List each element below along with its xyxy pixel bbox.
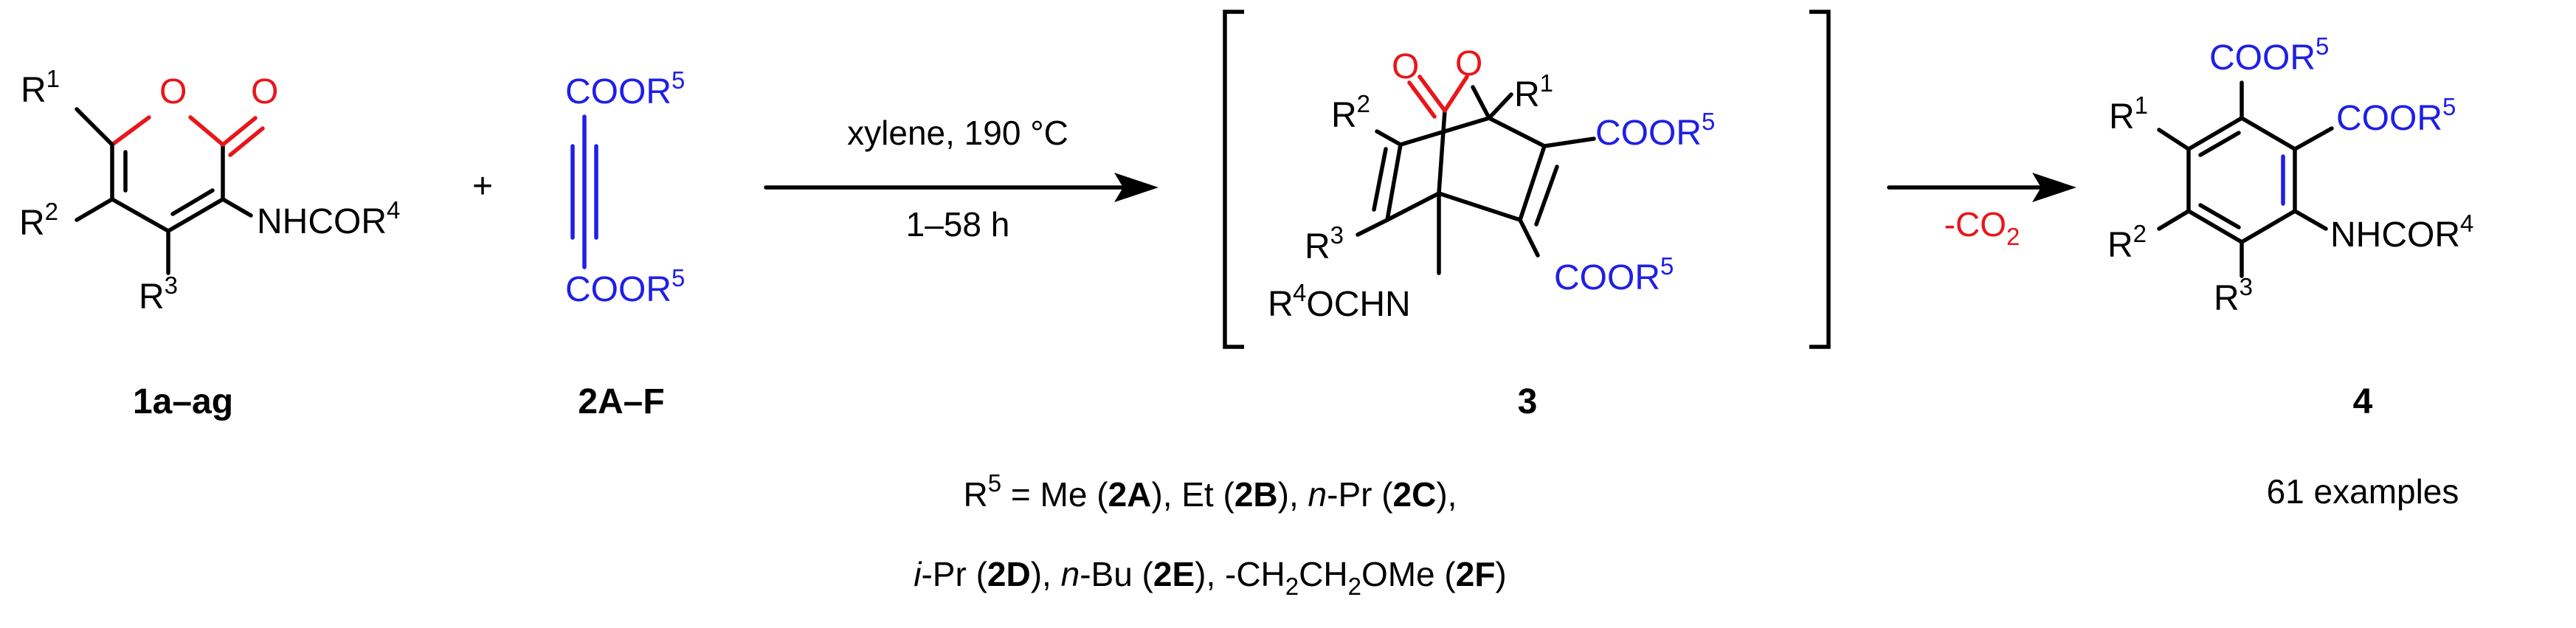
pyranone-structure: O O R1 R2 R3 NHCOR4 <box>19 65 400 317</box>
examples-count: 61 examples <box>2267 472 2459 511</box>
bond-c3-c4-double <box>170 188 215 216</box>
ester-top-label: COOR5 <box>565 66 685 111</box>
bond-bridge-o <box>1443 75 1469 113</box>
bond-carbonyl-o-double <box>1407 80 1437 119</box>
ring-oxygen-label: O <box>159 72 187 111</box>
r5-definition-line-2: i-Pr (2D), n-Bu (2E), -CH2CH2OMe (2F) <box>914 555 1507 600</box>
bond-c5-c6-double <box>1372 147 1388 212</box>
bond-c4-c5 <box>1385 191 1441 222</box>
condition-co2-loss: -CO2 <box>1944 205 2020 250</box>
bond-o1-c2 <box>188 115 225 147</box>
bond-nh <box>2293 209 2328 231</box>
intermediate-amide-r: R <box>1268 285 1294 324</box>
bracket-left <box>1223 10 1244 349</box>
bond-c1-bridge <box>1471 85 1491 120</box>
r2-label: R2 <box>19 198 58 243</box>
bond-nh <box>221 197 253 218</box>
condition-reagent: xylene, 190 °C <box>847 114 1068 152</box>
bond-a3-a4 <box>2240 209 2297 244</box>
arrow-2-head <box>2032 173 2076 202</box>
bond-c2-c3 <box>1518 144 1547 222</box>
bond-c4-c5 <box>110 197 170 233</box>
ester-bottom-label: COOR5 <box>565 264 685 309</box>
compound-2-label: 2A–F <box>578 382 664 421</box>
product-nhcor4: NHCOR4 <box>2330 210 2473 255</box>
product-r1: R1 <box>2109 92 2148 137</box>
intermediate-r1: R1 <box>1514 69 1553 114</box>
intermediate-ester-top: COOR5 <box>1595 108 1715 153</box>
bond-r2 <box>2157 209 2191 231</box>
bond-r1 <box>75 107 114 147</box>
bond-r1 <box>2157 128 2191 151</box>
intermediate-amide: 4OCHN <box>1293 279 1411 324</box>
bicyclic-intermediate-structure: O O R1 R2 R3 COOR5 COOR5 4OCHN R <box>1268 44 1715 324</box>
bond-a6-a1 <box>2186 116 2244 151</box>
bond-r2 <box>1375 129 1403 147</box>
bond-ester-side <box>2293 126 2334 151</box>
bond-carbonyl <box>221 116 258 147</box>
intermediate-r2: R2 <box>1331 90 1370 135</box>
arrow-1-head <box>1114 173 1158 202</box>
bond-carbonyl-o <box>1418 75 1447 113</box>
bond-c3-c4 <box>1437 191 1522 222</box>
alkyne-structure: COOR5 COOR5 <box>565 66 685 309</box>
intermediate-bridge-o: O <box>1455 44 1482 83</box>
bond-r1 <box>1487 92 1513 120</box>
bond-c1-c2 <box>1487 116 1547 148</box>
product-r2: R2 <box>2107 220 2147 265</box>
bond-a4-a5 <box>2186 209 2244 244</box>
compound-1-label: 1a–ag <box>133 382 233 421</box>
bond-ester-bottom <box>1518 218 1540 258</box>
intermediate-ester-bottom: COOR5 <box>1554 252 1674 297</box>
intermediate-r3: R3 <box>1305 221 1344 266</box>
product-r3: R3 <box>2214 273 2253 318</box>
compound-3-label: 3 <box>1518 382 1538 421</box>
bond-c5-c6 <box>1385 142 1403 222</box>
carbonyl-oxygen-label: O <box>251 72 278 111</box>
bond-ester-top <box>1542 137 1596 148</box>
r3-label: R3 <box>139 272 178 317</box>
bond-c6-o1 <box>110 115 151 147</box>
product-ester-top: COOR5 <box>2209 32 2329 77</box>
bond-r3 <box>1356 218 1389 237</box>
bracket-right <box>1809 10 1831 349</box>
condition-time: 1–58 h <box>906 205 1010 244</box>
bond-carbonyl-double <box>228 126 265 157</box>
bond-c3-c4 <box>166 197 225 233</box>
compound-4-label: 4 <box>2353 382 2373 421</box>
bond-c4-carbonyl <box>1437 108 1447 196</box>
plus-sign: + <box>472 167 493 206</box>
aromatic-double-6-1 <box>2198 131 2241 157</box>
bond-r2 <box>75 197 114 222</box>
aromatic-double-4-5 <box>2198 203 2241 230</box>
phthalate-product-structure: COOR5 COOR5 R1 R2 R3 NHCOR4 <box>2107 32 2473 318</box>
nhcor4-label: NHCOR4 <box>257 196 400 241</box>
intermediate-carbonyl-o: O <box>1392 47 1419 86</box>
product-ester-side: COOR5 <box>2336 93 2456 138</box>
bond-a1-a2 <box>2240 116 2297 151</box>
r1-label: R1 <box>21 65 60 110</box>
bond-c2-c3-double <box>1534 165 1559 227</box>
r5-definition-line-1: R5 = Me (2A), Et (2B), n-Pr (2C), <box>964 469 1457 514</box>
